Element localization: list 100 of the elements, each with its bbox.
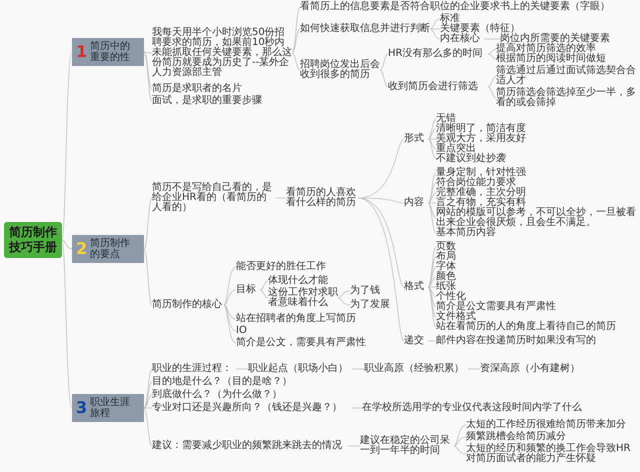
connector-line: [430, 18, 440, 30]
branch-text: 量身定制，针对性强: [436, 168, 636, 178]
branch-text: 职业的生涯过程：: [152, 364, 236, 374]
branch-text: 关键要素（特征）: [440, 24, 530, 34]
connector-line: [292, 28, 300, 54]
connector-line: [358, 198, 404, 204]
branch-text: 页数: [436, 242, 636, 252]
branch-text: 标准: [440, 14, 480, 24]
branch-text: 职业高原（经验积累）: [364, 364, 468, 374]
topic-box: [72, 235, 144, 263]
root-topic: 简历制作技巧手册: [4, 222, 62, 258]
branch-text: 清晰明了，简洁有度: [436, 124, 636, 134]
connector-line: [380, 70, 388, 88]
branch-text: 如何快速获取信息并进行判断: [300, 24, 430, 34]
connector-line: [428, 138, 436, 150]
connector-line: [62, 240, 72, 408]
connector-line: [468, 368, 480, 370]
connector-line: [144, 198, 152, 250]
connector-line: [144, 382, 152, 408]
branch-text: 目的地是什么？（目的是啥？）: [152, 377, 342, 387]
branch-text: 在学校所选用学的专业仅代表这段时间内学了什么: [362, 403, 592, 413]
branch-text: 字体: [436, 262, 636, 272]
branch-text: 收到简历会进行筛选: [388, 82, 488, 92]
connector-line: [428, 202, 436, 234]
branch-text: 布局: [436, 252, 636, 262]
topic-title: 简历中的重要的性: [90, 41, 132, 63]
connector-line: [358, 198, 404, 342]
branch-text: 简历筛选会筛选掉至少一半，多看的或会筛掉: [496, 88, 636, 108]
connector-line: [144, 52, 152, 102]
branch-text: 邮件内容在投递简历时如果没有写的: [436, 336, 636, 346]
connector-line: [428, 340, 436, 342]
branch-text: 颜色: [436, 272, 636, 282]
branch-text: 太短的工作经历很难给简历带来加分: [466, 420, 636, 430]
connector-line: [428, 276, 436, 288]
connector-line: [358, 198, 404, 288]
connector-line: [428, 246, 436, 288]
connector-line: [428, 286, 436, 328]
connector-line: [430, 28, 440, 40]
branch-text: 简历制作的核心: [152, 300, 224, 310]
connector-line: [292, 52, 300, 70]
connector-line: [428, 138, 436, 160]
connector-line: [428, 182, 436, 204]
connector-line: [428, 286, 436, 318]
connector-line: [224, 304, 236, 332]
branch-text: 建议在稳定的公司呆一到一年半的时间: [360, 436, 454, 456]
connector-line: [428, 138, 436, 140]
connector-line: [454, 436, 466, 446]
branch-text: 无错: [436, 114, 636, 124]
topic-title: 简历制作的要点: [90, 238, 132, 260]
connector-line: [260, 290, 268, 298]
branch-text: 看简历上的信息要素是否符合职位的企业要求书上的关键要素（字眼）: [300, 2, 630, 12]
connector-line: [428, 172, 436, 204]
connector-line: [428, 192, 436, 204]
branch-text: IO: [236, 326, 266, 336]
connector-line: [260, 280, 268, 290]
branch-text: 招聘岗位发出后会收到很多的简历: [300, 60, 380, 80]
connector-line: [488, 48, 496, 54]
branch-text: 内容: [404, 198, 428, 208]
branch-text: 纸张: [436, 282, 636, 292]
branch-text: 建议：需要减少职业的频繁跳来跳去的情况: [152, 441, 348, 451]
connector-line: [430, 28, 440, 30]
topic-box: [72, 38, 144, 66]
topic-number: 1: [76, 43, 88, 61]
branch-text: 面试，是求职的重要步骤: [152, 96, 282, 106]
branch-text: 网站的模版可以参考，不可以全抄，一旦被看出来企业会很厌烦，且会生不满足。: [436, 208, 636, 228]
branch-text: 完整准确，主次分明: [436, 188, 636, 198]
connector-line: [236, 368, 248, 370]
connector-line: [144, 408, 152, 446]
branch-text: 职业起点（职场小白）: [248, 364, 352, 374]
branch-text: 个性化: [436, 292, 636, 302]
branch-text: 专业对口还是兴趣所向？（钱还是兴趣？）: [152, 403, 352, 413]
branch-text: 简介是公文需要具有严肃性: [436, 302, 636, 312]
topic-number: 3: [76, 399, 88, 417]
connector-line: [144, 52, 152, 90]
topic-number: 2: [76, 240, 88, 258]
connector-line: [488, 54, 496, 60]
branch-text: 站在招聘者的角度上写简历: [236, 314, 360, 324]
branch-text: 频繁跳槽会给简历减分: [466, 432, 636, 442]
connector-line: [428, 118, 436, 140]
branch-text: 太短的经历和频繁的换工作会导致HR对简历面试者的能力产生怀疑: [466, 444, 638, 464]
branch-text: 到底做什么？（为什么做？）: [152, 390, 342, 400]
branch-text: 重点突出: [436, 144, 636, 154]
branch-text: 基本简历内容: [436, 228, 636, 238]
branch-text: 看简历的人喜欢看什么样的简历: [286, 188, 358, 208]
topic-title: 职业生涯旅程: [90, 397, 132, 419]
connector-line: [144, 248, 152, 306]
connector-line: [454, 424, 466, 446]
branch-text: 简介是公文，需要具有严肃性: [236, 338, 370, 348]
branch-text: 格式: [404, 282, 428, 292]
branch-text: 简历不是写给自己看的，是给企业HR看的（看简历的人看的）: [152, 183, 276, 213]
connector-line: [144, 394, 152, 408]
branch-text: 简历是求职者的名片: [152, 84, 272, 94]
connector-line: [428, 256, 436, 288]
branch-text: 筛选通过后通过面试筛选契合合适人才: [496, 66, 636, 86]
connector-line: [62, 52, 72, 240]
branch-text: 目标: [236, 285, 260, 295]
topic-box: [72, 394, 144, 422]
connector-line: [488, 76, 496, 88]
connector-line: [352, 368, 364, 370]
branch-text: 体现什么才能: [268, 276, 338, 286]
